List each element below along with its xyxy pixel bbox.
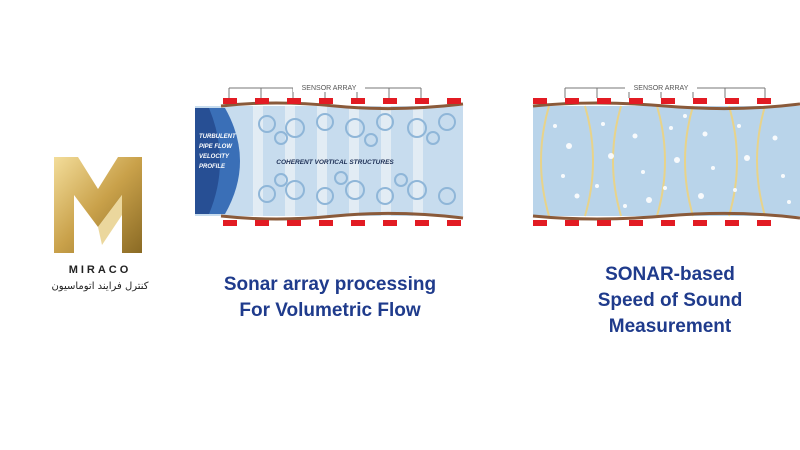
- acoustic-wavefronts: [540, 105, 766, 217]
- speed-of-sound-diagram: SENSOR ARRAY: [532, 82, 800, 226]
- svg-text:VELOCITY: VELOCITY: [199, 154, 230, 160]
- velocity-profile-label: TURBULENT PIPE FLOW VELOCITY PROFILE: [199, 134, 237, 170]
- right-caption-line1: SONAR-based: [605, 264, 735, 285]
- sensor-bands: [253, 106, 423, 216]
- svg-text:TURBULENT: TURBULENT: [199, 134, 237, 140]
- brand-subtitle: کنترل فرایند اتوماسیون: [51, 281, 149, 292]
- right-caption-line2: Speed of Sound: [597, 290, 743, 311]
- gas-bubbles: [553, 114, 791, 208]
- sensors-top: [533, 98, 771, 104]
- sensors-bottom: [533, 220, 771, 226]
- miraco-logo-icon: [54, 157, 142, 253]
- vortical-structures: [258, 113, 456, 205]
- right-caption-line3: Measurement: [608, 316, 732, 337]
- right-caption: SONAR-based Speed of Sound Measurement: [535, 262, 800, 340]
- brand-name: MIRACO: [68, 264, 132, 276]
- left-caption-line1: Sonar array processing: [223, 274, 437, 295]
- left-caption-line2: For Volumetric Flow: [239, 300, 421, 321]
- sensors-bottom: [223, 220, 461, 226]
- pipe-wall-bottom: [532, 211, 800, 221]
- pipe-wall-bottom: [220, 211, 464, 221]
- sonar-flow-diagram: SENSOR ARRAY TURBULENT PIPE FLOW VELOCIT…: [195, 82, 464, 226]
- svg-text:PIPE FLOW: PIPE FLOW: [199, 144, 233, 150]
- sensor-array-label: SENSOR ARRAY: [634, 85, 689, 92]
- sensors-top: [223, 98, 461, 104]
- vortical-structures-label: COHERENT VORTICAL STRUCTURES: [276, 159, 394, 166]
- left-caption: Sonar array processing For Volumetric Fl…: [185, 272, 475, 324]
- svg-text:PROFILE: PROFILE: [199, 164, 226, 170]
- sensor-array-label: SENSOR ARRAY: [302, 85, 357, 92]
